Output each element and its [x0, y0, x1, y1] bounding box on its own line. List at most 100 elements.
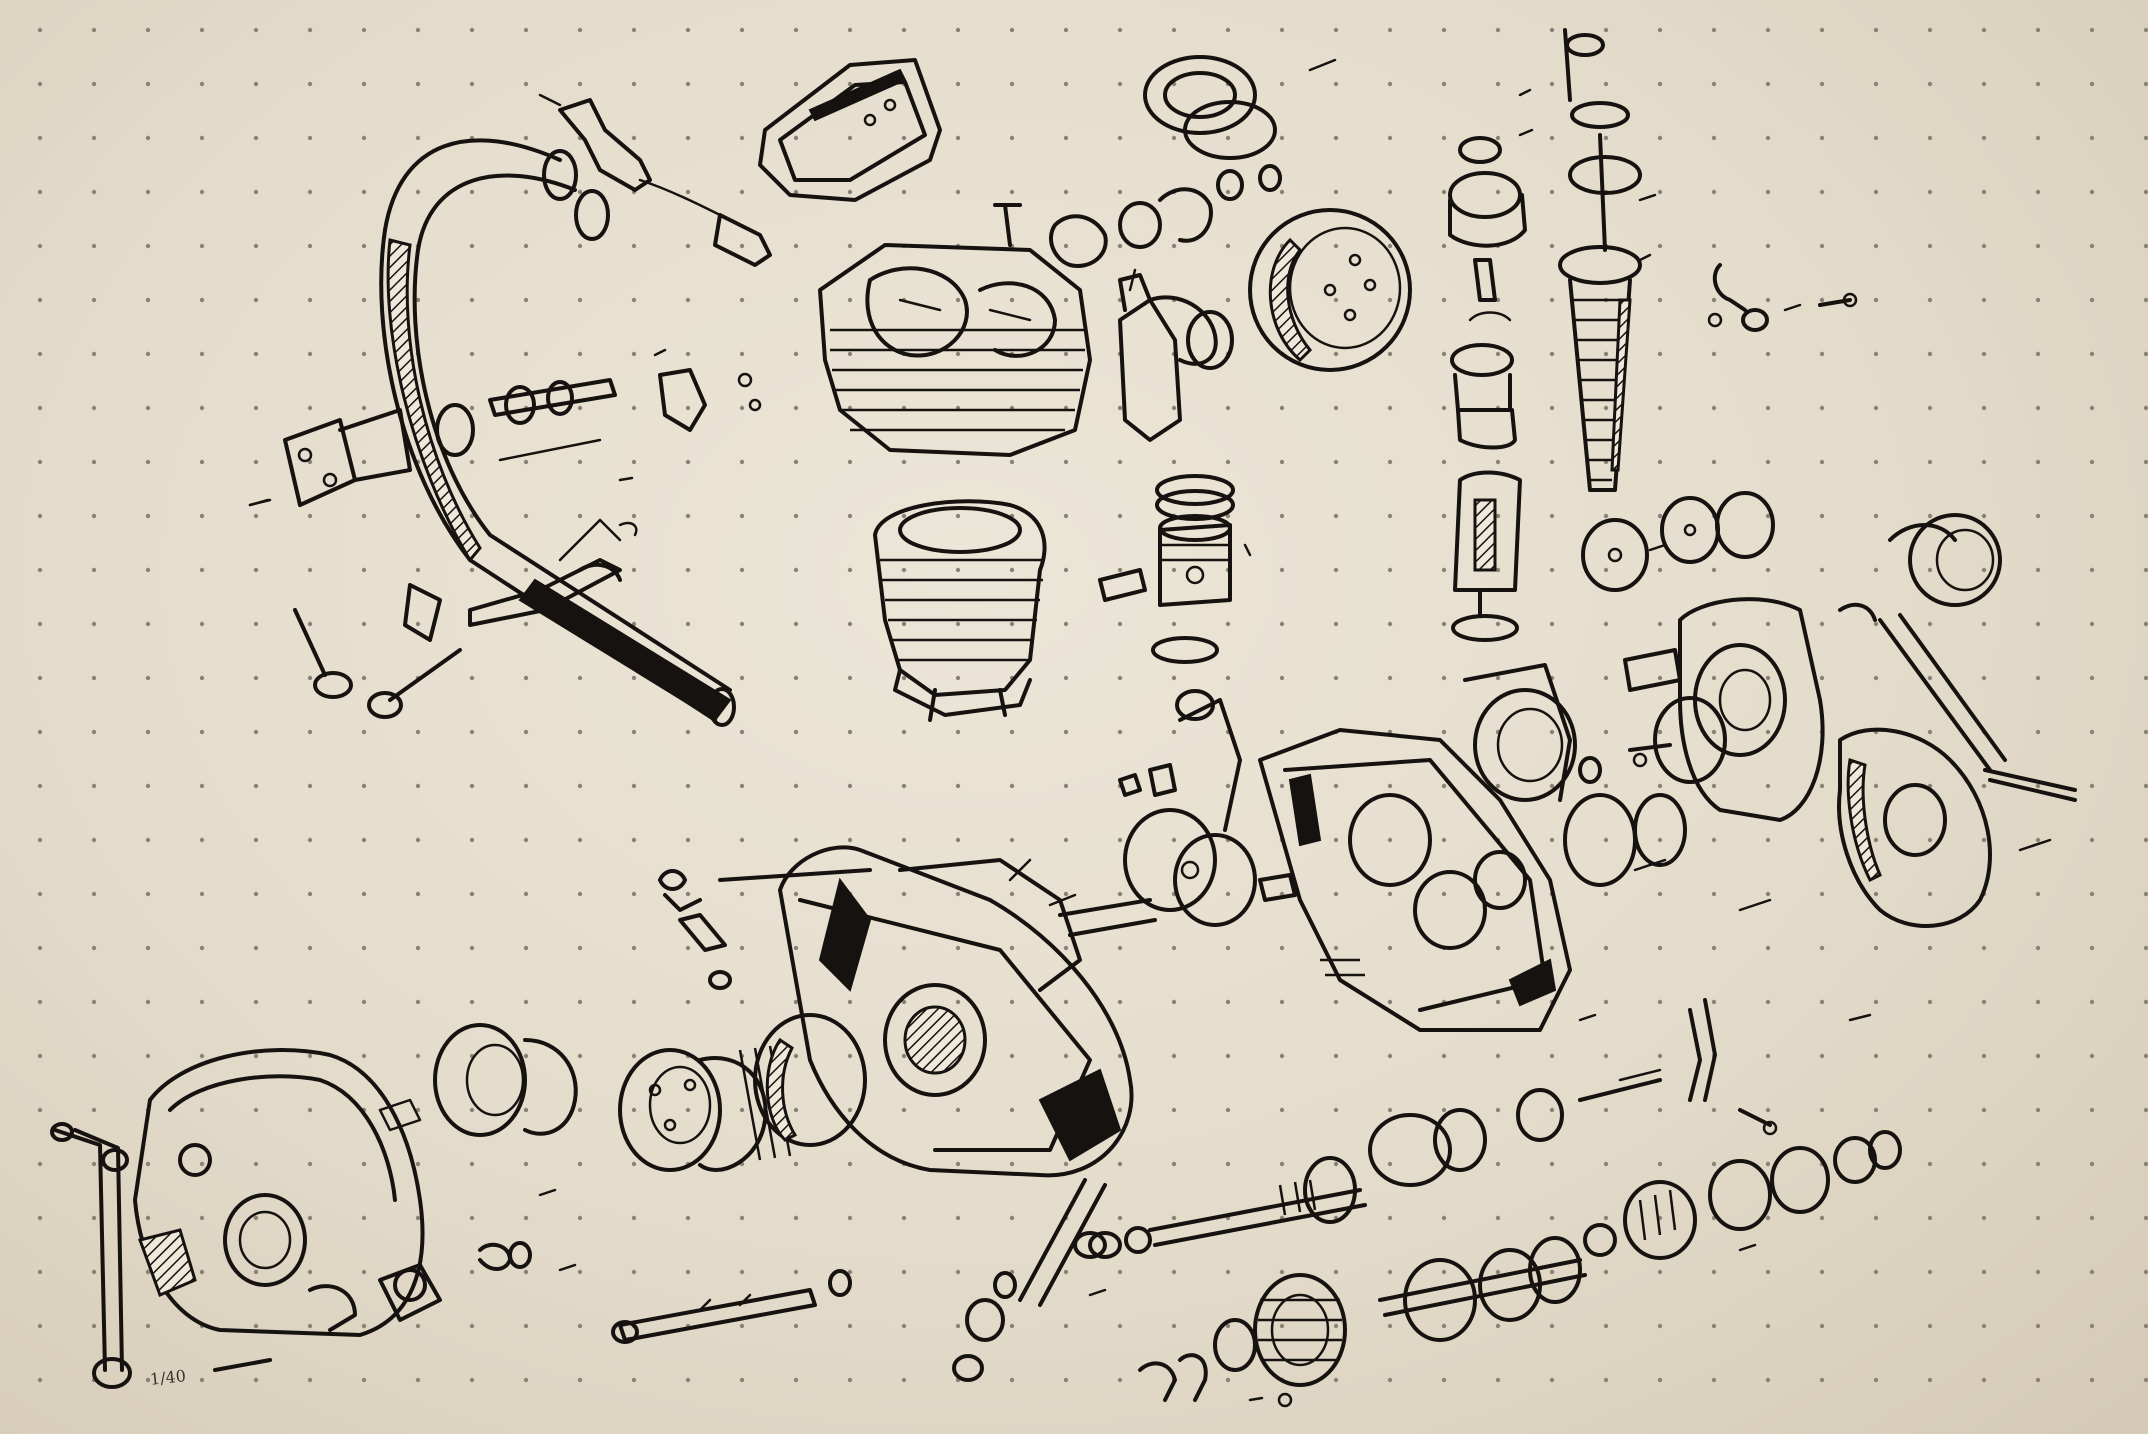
grid-dot [1009, 1161, 1015, 1167]
grid-dot [1117, 1107, 1123, 1113]
grid-dot [793, 189, 799, 195]
grid-dot [469, 1107, 475, 1113]
grid-dot [415, 297, 421, 303]
grid-dot [2143, 567, 2148, 573]
grid-dot [1765, 621, 1771, 627]
grid-dot [577, 999, 583, 1005]
grid-dot [1171, 1053, 1177, 1059]
grid-dot [253, 1053, 259, 1059]
grid-dot [1981, 783, 1987, 789]
grid-dot [739, 405, 745, 411]
grid-dot [1981, 189, 1987, 195]
grid-dot [361, 189, 367, 195]
grid-dot [1603, 945, 1609, 951]
grid-dot [1603, 81, 1609, 87]
grid-dot [415, 1377, 421, 1383]
grid-dot [361, 351, 367, 357]
grid-dot [793, 1107, 799, 1113]
grid-dot [37, 837, 43, 843]
grid-dot [1819, 1269, 1825, 1275]
grid-dot [793, 513, 799, 519]
grid-dot [1873, 405, 1879, 411]
grid-dot [577, 1323, 583, 1329]
grid-dot [523, 567, 529, 573]
gearbox-layshaft [1073, 1078, 1662, 1259]
grid-dot [469, 351, 475, 357]
grid-dot [2143, 189, 2148, 195]
grid-dot [1765, 81, 1771, 87]
grid-dot [1981, 243, 1987, 249]
grid-dot [2089, 189, 2095, 195]
grid-dot [1765, 1215, 1771, 1221]
grid-dot [1441, 351, 1447, 357]
grid-dot [523, 837, 529, 843]
grid-dot [1711, 351, 1717, 357]
grid-dot [577, 351, 583, 357]
drive-sprocket [1463, 663, 1772, 912]
grid-dot [1333, 1269, 1339, 1275]
grid-dot [847, 567, 853, 573]
grid-dot [1549, 1323, 1555, 1329]
grid-dot [1387, 243, 1393, 249]
grid-dot [1063, 513, 1069, 519]
grid-dot [1009, 189, 1015, 195]
grid-dot [1765, 837, 1771, 843]
grid-dot [1981, 459, 1987, 465]
grid-dot [91, 135, 97, 141]
grid-dot [1495, 81, 1501, 87]
grid-dot [685, 837, 691, 843]
grid-dot [1711, 783, 1717, 789]
grid-dot [901, 675, 907, 681]
grid-dot [2143, 1323, 2148, 1329]
grid-dot [1549, 135, 1555, 141]
grid-dot [1549, 1215, 1555, 1221]
grid-dot [253, 621, 259, 627]
grid-dot [1819, 945, 1825, 951]
grid-dot [523, 81, 529, 87]
grid-dot [469, 837, 475, 843]
grid-dot [307, 675, 313, 681]
grid-dot [37, 27, 43, 33]
grid-dot [739, 567, 745, 573]
grid-dot [415, 81, 421, 87]
grid-dot [901, 1323, 907, 1329]
oil-filter-column [1448, 136, 1527, 642]
grid-dot [1333, 459, 1339, 465]
grid-dot [91, 837, 97, 843]
grid-dot [955, 135, 961, 141]
grid-dot [685, 1377, 691, 1383]
grid-dot [415, 729, 421, 735]
grid-dot [2035, 1215, 2041, 1221]
grid-dot [145, 999, 151, 1005]
grid-dot [1927, 297, 1933, 303]
grid-dot [1117, 243, 1123, 249]
grid-dot [37, 243, 43, 249]
grid-dot [37, 1053, 43, 1059]
grid-dot [1171, 729, 1177, 735]
grid-dot [1441, 783, 1447, 789]
grid-dot [1873, 297, 1879, 303]
grid-dot [955, 459, 961, 465]
grid-dot [1063, 27, 1069, 33]
grid-dot [901, 459, 907, 465]
grid-dot [1657, 243, 1663, 249]
grid-dot [2143, 891, 2148, 897]
grid-dot [1981, 513, 1987, 519]
grid-dot [1657, 729, 1663, 735]
grid-dot [1657, 1377, 1663, 1383]
grid-dot [1819, 999, 1825, 1005]
grid-dot [145, 405, 151, 411]
grid-dot [1009, 135, 1015, 141]
grid-dot [1009, 945, 1015, 951]
grid-dot [1711, 729, 1717, 735]
grid-dot [145, 351, 151, 357]
grid-dot [2143, 405, 2148, 411]
grid-dot [2035, 351, 2041, 357]
grid-dot [1819, 1053, 1825, 1059]
grid-dot [1657, 1269, 1663, 1275]
grid-dot [91, 27, 97, 33]
grid-dot [2035, 1323, 2041, 1329]
cylinder-head [818, 203, 1092, 457]
grid-dot [847, 1107, 853, 1113]
grid-dot [199, 675, 205, 681]
